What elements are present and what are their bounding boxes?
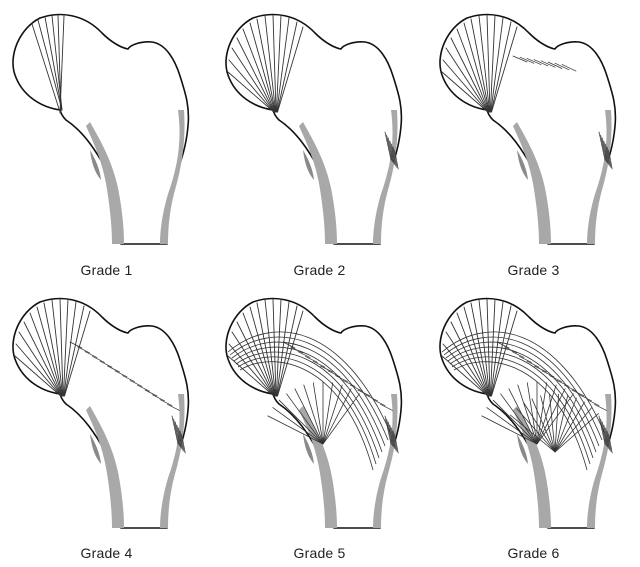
grade-6-femur-drawing <box>427 284 640 567</box>
principal-tensile-trabecula <box>108 366 120 372</box>
compressive-trabecula <box>278 27 304 112</box>
principal-tensile-trabecula <box>93 356 105 362</box>
secondary-compressive-trabecula <box>493 400 537 444</box>
secondary-compressive-trabecula <box>279 400 323 444</box>
compressive-trabecula <box>60 16 64 113</box>
medial-cortex <box>86 406 124 528</box>
femur-group <box>440 299 615 528</box>
medial-cortex <box>86 122 124 244</box>
grade-5-panel: Grade 5 <box>213 284 426 567</box>
grade-2-femur-drawing <box>213 0 426 283</box>
grade-1-panel: Grade 1 <box>0 0 213 283</box>
femur-group <box>13 15 188 244</box>
femur-outline <box>226 299 401 528</box>
lateral-cortex <box>373 110 398 244</box>
femur-group <box>226 15 401 244</box>
grade-1-femur-drawing <box>0 0 213 283</box>
compressive-trabecula <box>257 19 275 112</box>
principal-tensile-trabecula <box>168 404 180 410</box>
secondary-compressive-trabecula <box>323 394 359 444</box>
femur-group <box>13 299 188 528</box>
principal-tensile-trabecula <box>123 376 135 382</box>
principal-tensile-trabecula <box>78 347 90 353</box>
compressive-trabecula <box>60 299 63 396</box>
compressive-trabecula <box>44 303 62 396</box>
compressive-trabecula <box>487 15 490 112</box>
principal-tensile-trabecula <box>130 380 142 386</box>
secondary-compressive-trabecula <box>287 394 323 444</box>
secondary-compressive-trabecula <box>501 394 537 444</box>
grade-2-caption: Grade 2 <box>213 262 426 278</box>
principal-tensile-trabecula <box>595 404 607 410</box>
compressive-trabecula <box>492 27 518 112</box>
grade-5-femur-drawing <box>213 284 426 567</box>
principal-tensile-trabecula <box>587 400 599 406</box>
medial-cortex <box>299 122 337 244</box>
grade-4-caption: Grade 4 <box>0 545 213 561</box>
principal-tensile-trabecula <box>381 404 393 410</box>
compressive-trabecula <box>65 311 91 396</box>
grade-4-femur-drawing <box>0 284 213 567</box>
grade-3-panel: Grade 3 <box>427 0 640 283</box>
grade-6-panel: Grade 6 <box>427 284 640 567</box>
grade-5-caption: Grade 5 <box>213 545 426 561</box>
femur-outline <box>440 299 615 528</box>
femur-outline <box>13 15 188 244</box>
medial-cortex <box>513 122 551 244</box>
compressive-trabecula <box>471 303 489 396</box>
principal-tensile-trabecula <box>115 371 127 377</box>
compressive-trabecula <box>443 60 488 112</box>
grade-3-femur-drawing <box>427 0 640 283</box>
compressive-trabecula <box>232 48 274 112</box>
compressive-trabecula <box>32 24 60 112</box>
grade-6-caption: Grade 6 <box>427 545 640 561</box>
principal-tensile-trabecula <box>160 400 172 406</box>
femur-group <box>440 15 615 244</box>
lateral-cortex <box>587 394 612 528</box>
compressive-trabecula <box>19 332 61 396</box>
compressive-trabecula <box>446 48 488 112</box>
principal-tensile-trabecula <box>100 361 112 367</box>
lateral-cortex <box>587 110 612 244</box>
tensile-arc <box>236 352 379 458</box>
secondary-compressive-trabecula <box>555 407 592 452</box>
femur-outline <box>13 299 188 528</box>
grade-1-caption: Grade 1 <box>0 262 213 278</box>
principal-tensile-trabecula <box>145 390 157 396</box>
principal-tensile-trabecula <box>138 385 150 391</box>
secondary-compressive-trabecula <box>550 394 556 452</box>
compressive-trabecula <box>229 60 274 112</box>
medial-cortex <box>513 406 551 528</box>
principal-tensile-trabecula <box>85 352 97 358</box>
secondary-compressive-trabecula <box>323 385 342 444</box>
principal-tensile-trabecula <box>153 395 165 401</box>
secondary-compressive-trabecula <box>555 402 585 452</box>
principal-tensile-trabecula <box>373 400 385 406</box>
tensile-arc <box>450 352 593 458</box>
compressive-trabecula <box>16 344 61 396</box>
compressive-trabecula <box>273 15 276 112</box>
lateral-cortex <box>373 394 398 528</box>
lateral-cortex <box>160 110 185 244</box>
secondary-compressive-trabecula <box>273 408 323 444</box>
compressive-trabecula <box>257 303 275 396</box>
femur-outline <box>440 15 615 244</box>
femur-outline <box>226 15 401 244</box>
compressive-trabecula <box>471 19 489 112</box>
grade-2-panel: Grade 2 <box>213 0 426 283</box>
grade-3-caption: Grade 3 <box>427 262 640 278</box>
secondary-compressive-trabecula <box>487 408 537 444</box>
lateral-cortex <box>160 394 185 528</box>
femur-group <box>226 299 401 528</box>
medial-cortex <box>299 406 337 528</box>
grade-4-panel: Grade 4 <box>0 284 213 567</box>
